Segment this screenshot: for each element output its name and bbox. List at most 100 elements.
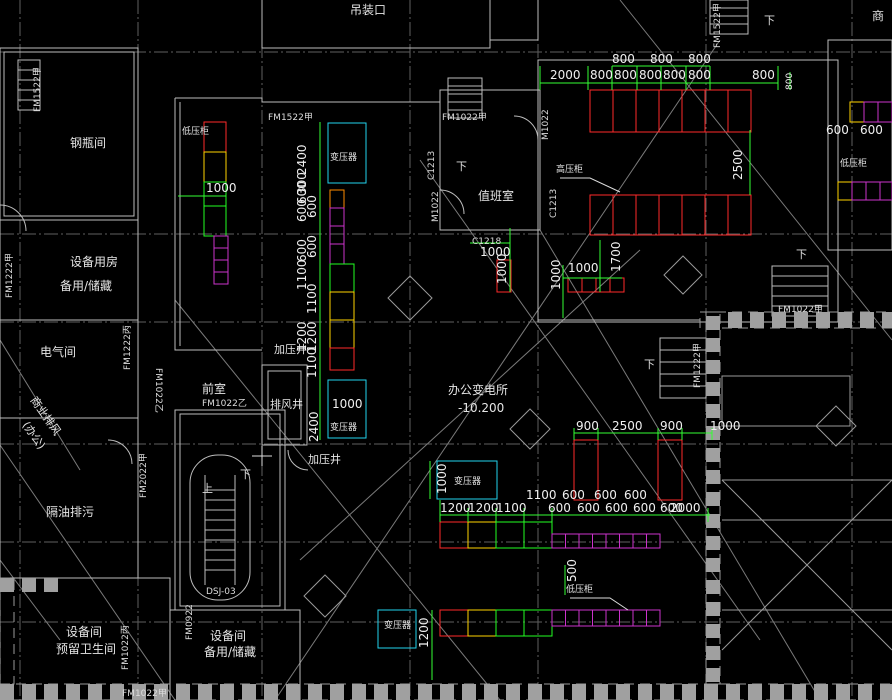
hatch-block-19 [750, 312, 764, 328]
hatch-block-66 [880, 684, 892, 700]
dim-stack-10: 1200 [295, 321, 309, 352]
hv-cabinet-mid-3 [635, 194, 660, 236]
hatch-block-67 [0, 578, 14, 592]
hatch-block-8 [706, 470, 720, 484]
equipment-room-2-sub-label: 预留卫生间 [56, 642, 116, 656]
hatch-block-45 [418, 684, 432, 700]
hatch-block-44 [396, 684, 410, 700]
dim-stack-11: 1200 [305, 321, 319, 352]
hatch-block-54 [616, 684, 630, 700]
equipment-labels: 低压柜 高压柜 低压柜 低压柜 变压器 变压器 变压器 变压器 [182, 125, 867, 631]
exhaust-shaft-label: 排风井 [270, 397, 303, 411]
door-fm1022-duty: M1022 [431, 191, 441, 222]
dim-row3-4: 1000 [710, 419, 741, 433]
dim-v-1200: 1200 [417, 617, 431, 648]
dim-v-500: 500 [565, 559, 579, 582]
hatch-block-49 [506, 684, 520, 700]
door-fm1022-stair: FM1022甲 [778, 304, 823, 315]
hatch-block-43 [374, 684, 388, 700]
door-fm1222-bing: FM1222丙 [122, 325, 133, 370]
hatch-block-13 [706, 580, 720, 594]
dim-tr-1000: 1000 [332, 397, 363, 411]
lv-cabinet-row5-5 [605, 609, 620, 627]
hatch-block-55 [638, 684, 652, 700]
hatch-block-37 [242, 684, 256, 700]
dim-stack-6: 1100 [295, 259, 309, 290]
hv-row3 [573, 439, 683, 501]
stairs-small [17, 0, 829, 399]
dim-right-600-1: 600 [826, 123, 849, 137]
hatch-block-65 [858, 684, 872, 700]
hatch-block-56 [660, 684, 674, 700]
hatch-block-32 [132, 684, 146, 700]
transformer-4-label: 变压器 [384, 619, 411, 631]
dim-v-2400-bottom: 2400 [307, 411, 321, 442]
door-labels: FM1522甲 FM1022甲 FM1022乙 C1218 DSJ-03 上 下… [122, 14, 823, 699]
dim-lv1-1000: 1000 [206, 181, 237, 195]
hv-cabinet-label: 高压柜 [556, 163, 583, 175]
hv-cabinet-top-1 [589, 89, 614, 133]
hatch-block-63 [814, 684, 828, 700]
down-arrow-4: 下 [764, 14, 775, 27]
room-labels: 吊装口 钢瓶间 设备用房 备用/储藏 电气间 隔油排污 设备间 预留卫生间 设备… [40, 3, 884, 659]
pressurization-shaft-2-label: 加压井 [308, 452, 341, 466]
right-region [721, 375, 892, 651]
door-c1218: C1218 [472, 237, 501, 247]
door-c1213-a: C1213 [427, 151, 437, 180]
hatch-block-48 [484, 684, 498, 700]
hatch-block-29 [66, 684, 80, 700]
rotated-room-labels: 商业排风 (办公) [20, 394, 65, 452]
dim-v-1000-small: 1000 [495, 253, 509, 284]
hatch-block-36 [220, 684, 234, 700]
lv-cabinet-3-label: 低压柜 [840, 157, 867, 169]
lv-cabinet-1 [203, 121, 229, 285]
duty-room-label: 值班室 [478, 188, 514, 203]
lv-cabinet-row4-8 [646, 533, 661, 549]
dim-top-800-above-2: 800 [650, 52, 673, 66]
dim-row4-bottom-4: 600 [548, 501, 571, 515]
dim-row4-bottom-1: 1200 [440, 501, 471, 515]
diamond-columns [303, 255, 857, 618]
door-fm2022-jia: FM2022甲 [138, 453, 149, 498]
hatch-block-26 [0, 684, 14, 700]
hatch-block-61 [770, 684, 784, 700]
hatch-block-30 [88, 684, 102, 700]
hatch-block-28 [44, 684, 58, 700]
equipment-room-1-label: 设备用房 [70, 254, 118, 269]
hatch-block-2 [706, 338, 720, 352]
dim-v-2500: 2500 [731, 149, 745, 180]
dim-row4-bottom-2: 1200 [468, 501, 499, 515]
hatch-block-51 [550, 684, 564, 700]
dim-top-800-above-3: 800 [688, 52, 711, 66]
equipment-room-1-sub-label: 备用/储藏 [60, 278, 112, 293]
dim-stack-5: 600 [305, 195, 319, 218]
door-fm1222-left: FM1222甲 [4, 253, 15, 298]
dim-row3-1: 900 [576, 419, 599, 433]
lv-cabinet-row5-8 [646, 609, 661, 627]
hv-cabinet-top-7 [727, 89, 752, 133]
dim-top-2000: 2000 [550, 68, 581, 82]
mid-column-equipment [327, 122, 367, 439]
hatch-block-33 [154, 684, 168, 700]
equipment-room-2-label: 设备间 [66, 625, 102, 639]
oil-separation-label: 隔油排污 [46, 505, 94, 519]
hoist-opening-label: 吊装口 [350, 3, 386, 17]
door-lr-1222: FM1222甲 [692, 343, 703, 388]
transformer-3-label: 变压器 [454, 475, 481, 487]
right-lv-cabinets [837, 101, 892, 201]
lv-cabinet-row4-1 [551, 533, 566, 549]
dim-row4-bottom-7: 600 [633, 501, 656, 515]
hatch-blocks [0, 312, 892, 700]
dim-row4-top-2: 600 [562, 488, 585, 502]
down-arrow-2: 下 [796, 248, 807, 261]
hatch-block-20 [772, 312, 786, 328]
dim-row4-top-1: 1100 [526, 488, 557, 502]
hatch-block-9 [706, 492, 720, 506]
dim-stack-4: 600 [295, 181, 309, 204]
dim-stack-1: 2400 [295, 144, 309, 175]
hv-cabinets-top [589, 89, 752, 133]
dim-row4-bottom-8: 600 [660, 501, 683, 515]
